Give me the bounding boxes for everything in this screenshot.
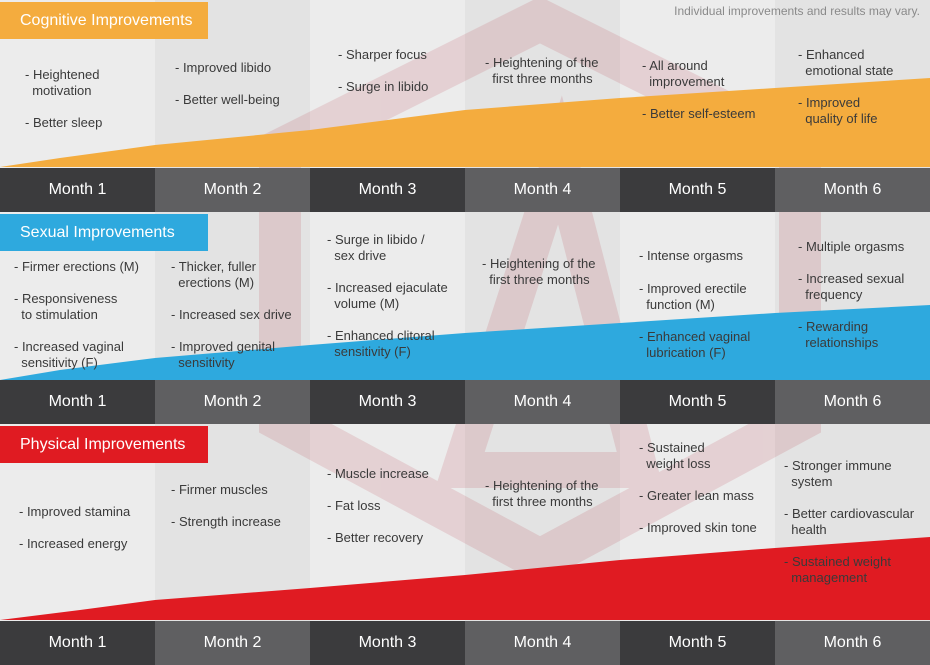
sexual-m1-item-1: - Firmer erections (M) [14, 259, 139, 274]
physical-m3-item-3: - Better recovery [327, 530, 424, 545]
sexual-m3-item-3: - Enhanced clitoral sensitivity (F) [327, 328, 435, 359]
month-5-label: Month 5 [620, 168, 775, 212]
sexual-m1-item-2: - Responsiveness to stimulation [14, 291, 118, 322]
sexual-section-title: Sexual Improvements [0, 214, 208, 251]
physical-month-bar: Month 1 Month 2 Month 3 Month 4 Month 5 … [0, 621, 930, 665]
sexual-m6-item-2: - Increased sexual frequency [798, 271, 905, 302]
column-shade-2 [155, 0, 310, 665]
sexual-m3-item-2: - Increased ejaculate volume (M) [327, 280, 448, 311]
physical-m5-item-3: - Improved skin tone [639, 520, 757, 535]
month-2-label: Month 2 [155, 380, 310, 424]
month-4-label: Month 4 [465, 621, 620, 665]
month-1-label: Month 1 [0, 621, 155, 665]
cognitive-section-title: Cognitive Improvements [0, 2, 208, 39]
sexual-m2-item-2: - Increased sex drive [171, 307, 292, 322]
month-4-label: Month 4 [465, 168, 620, 212]
disclaimer-note: Individual improvements and results may … [674, 4, 920, 18]
month-1-label: Month 1 [0, 168, 155, 212]
sexual-m6-item-1: - Multiple orgasms [798, 239, 905, 254]
month-5-label: Month 5 [620, 621, 775, 665]
sexual-m3-item-1: - Surge in libido / sex drive [327, 232, 425, 263]
month-6-label: Month 6 [775, 621, 930, 665]
physical-m2-item-1: - Firmer muscles [171, 482, 268, 497]
physical-m6-item-1: - Stronger immune system [784, 458, 892, 489]
physical-m5-item-1: - Sustained weight loss [639, 440, 711, 471]
physical-m5-item-2: - Greater lean mass [639, 488, 754, 503]
sexual-m2-item-1: - Thicker, fuller erections (M) [171, 259, 257, 290]
physical-m6-item-2: - Better cardiovascular health [784, 506, 915, 537]
sexual-m4-item-1: - Heightening of the first three months [482, 256, 596, 287]
physical-m6-item-3: - Sustained weight management [784, 554, 891, 585]
cognitive-growth-wedge [0, 78, 930, 167]
cognitive-m4-item-1: - Heightening of the first three months [485, 55, 599, 86]
cognitive-m2-item-1: - Improved libido [175, 60, 272, 75]
month-4-label: Month 4 [465, 380, 620, 424]
sexual-m5-item-1: - Intense orgasms [639, 248, 744, 263]
physical-m3-item-1: - Muscle increase [327, 466, 429, 481]
cognitive-m6-item-1: - Enhanced emotional state [798, 47, 894, 78]
cognitive-m5-item-2: - Better self-esteem [642, 106, 756, 121]
physical-growth-wedge [0, 537, 930, 620]
sexual-m5-item-2: - Improved erectile function (M) [639, 281, 747, 312]
cognitive-m5-item-1: - All around improvement [642, 58, 725, 89]
sexual-m1-item-3: - Increased vaginal sensitivity (F) [14, 339, 124, 370]
cognitive-m3-item-1: - Sharper focus [338, 47, 427, 62]
physical-m1-item-1: - Improved stamina [19, 504, 131, 519]
sexual-growth-wedge [0, 305, 930, 380]
month-3-label: Month 3 [310, 168, 465, 212]
month-6-label: Month 6 [775, 168, 930, 212]
month-5-label: Month 5 [620, 380, 775, 424]
month-2-label: Month 2 [155, 621, 310, 665]
sexual-month-bar: Month 1 Month 2 Month 3 Month 4 Month 5 … [0, 380, 930, 424]
month-3-label: Month 3 [310, 380, 465, 424]
sexual-m2-item-3: - Improved genital sensitivity [171, 339, 276, 370]
physical-m1-item-2: - Increased energy [19, 536, 128, 551]
cognitive-month-bar: Month 1 Month 2 Month 3 Month 4 Month 5 … [0, 168, 930, 212]
cognitive-m3-item-2: - Surge in libido [338, 79, 429, 94]
cognitive-m2-item-2: - Better well-being [175, 92, 280, 107]
physical-m4-item-1: - Heightening of the first three months [485, 478, 599, 509]
physical-m3-item-2: - Fat loss [327, 498, 381, 513]
sexual-m5-item-3: - Enhanced vaginal lubrication (F) [639, 329, 751, 360]
cognitive-m1-item-1: - Heightened motivation [25, 67, 100, 98]
sexual-m6-item-3: - Rewarding relationships [798, 319, 879, 350]
cognitive-m6-item-2: - Improved quality of life [798, 95, 878, 126]
month-3-label: Month 3 [310, 621, 465, 665]
cognitive-m1-item-2: - Better sleep [25, 115, 103, 130]
physical-section-title: Physical Improvements [0, 426, 208, 463]
physical-m2-item-2: - Strength increase [171, 514, 281, 529]
month-1-label: Month 1 [0, 380, 155, 424]
month-6-label: Month 6 [775, 380, 930, 424]
month-2-label: Month 2 [155, 168, 310, 212]
